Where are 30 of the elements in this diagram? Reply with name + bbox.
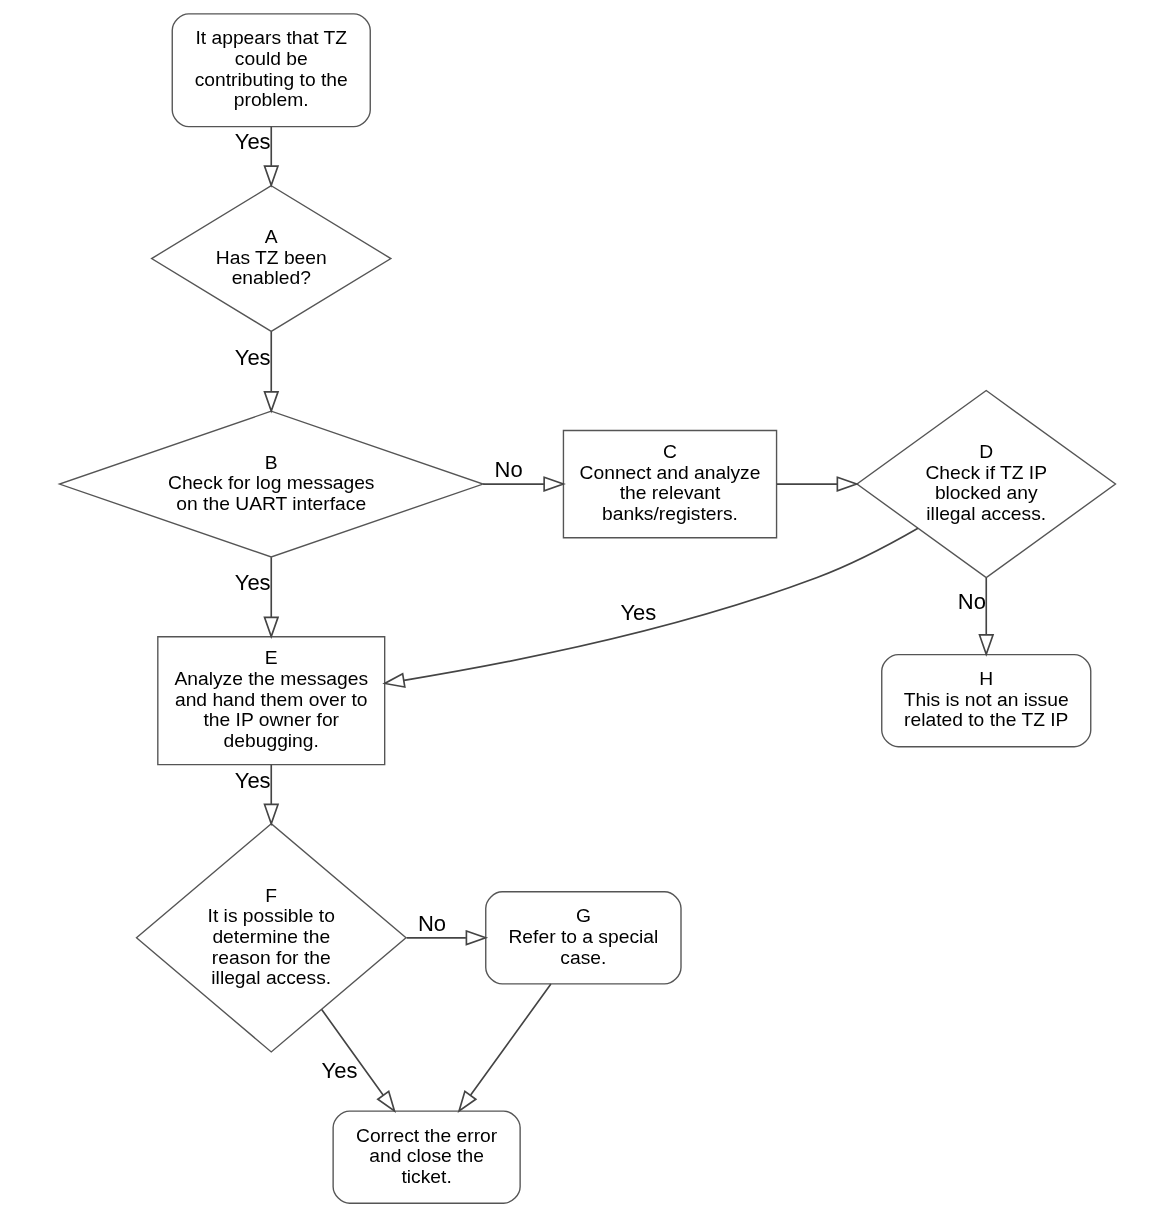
edge-label: Yes [234,344,271,370]
node-box: C Connect and analyze the relevant banks/registers. [562,429,778,539]
arrow [405,929,489,946]
arrow [482,476,566,492]
arrow [320,1008,396,1113]
node-diamond: D Check if TZ IP blocked any illegal access. [855,389,1117,579]
edge-label: Yes [321,1057,358,1083]
node-box: It appears that TZ could be contributing to the problem. [171,13,371,128]
node-diamond: B Check for log messages on the UART interface [57,410,486,558]
arrow [263,764,280,827]
arrow [263,330,280,414]
node-diamond: F It is possible to determine the reason for the illegal access. [135,822,408,1053]
edge-label: Yes [234,569,271,595]
node-box: G Refer to a special case. [485,891,682,985]
arrow [457,983,552,1113]
arrow [978,577,995,657]
arrow [263,556,280,640]
arrow [382,527,919,689]
arrow [263,125,280,188]
node-box: H This is not an issue related to the TZ IP [881,653,1092,748]
edge-label: Yes [620,600,657,626]
edge-label: Yes [234,767,271,793]
node-diamond: A Has TZ been enabled? [150,184,393,333]
edge-label: No [957,588,986,614]
edge-label: Yes [234,129,271,155]
node-box: E Analyze the messages and hand them over to the IP owner for debugging. [157,636,386,766]
edge-label: No [494,456,523,482]
node-box: Correct the error and close the ticket. [332,1110,521,1204]
edge-label: No [417,910,447,936]
arrow [776,476,860,492]
